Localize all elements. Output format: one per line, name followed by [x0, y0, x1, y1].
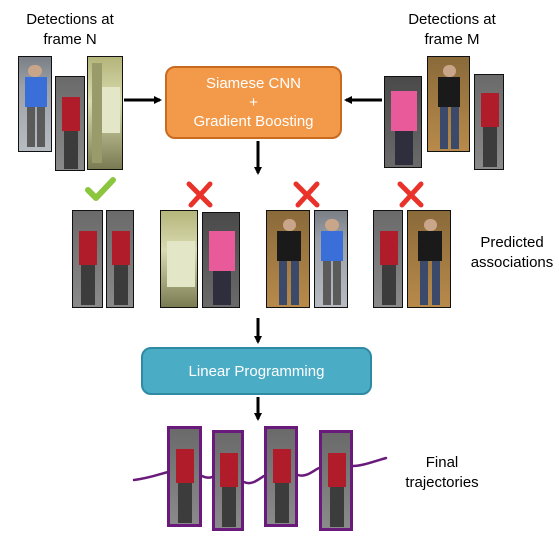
trajectory-crop-1: [167, 426, 202, 527]
detection-m-3: [474, 74, 504, 170]
detection-n-2: [55, 76, 85, 171]
final-trajectories-label: Final trajectories: [405, 454, 479, 491]
siamese-cnn-gradient-boosting-box: Siamese CNN + Gradient Boosting: [165, 66, 342, 139]
pair-2-right: [202, 212, 240, 308]
cross-icon-3: [397, 181, 424, 208]
detection-n-1: [18, 56, 52, 152]
trajectory-crop-4: [319, 430, 353, 531]
linear-programming-label: Linear Programming: [188, 362, 325, 380]
predicted-associations-label: Predicted associations: [470, 234, 554, 271]
pair-2-left: [160, 210, 198, 308]
pair-4-right: [407, 210, 451, 308]
pair-3-right: [314, 210, 348, 308]
trajectory-crop-2: [212, 430, 244, 531]
linear-programming-box: Linear Programming: [141, 347, 372, 395]
pair-1-right: [106, 210, 134, 308]
model-line-2: +: [249, 94, 258, 111]
frame-n-label: Detections at frame N: [26, 11, 114, 48]
detection-m-1: [384, 76, 422, 168]
detection-m-2: [427, 56, 470, 152]
pair-3-left: [266, 210, 310, 308]
detection-n-3: [87, 56, 123, 170]
frame-m-label: Detections at frame M: [408, 11, 496, 48]
check-icon: [85, 177, 116, 201]
cross-icon-1: [186, 181, 213, 208]
trajectory-line: [132, 456, 388, 485]
pair-4-left: [373, 210, 403, 308]
model-line-3: Gradient Boosting: [193, 113, 314, 130]
cross-icon-2: [293, 181, 320, 208]
model-line-1: Siamese CNN: [205, 75, 302, 92]
pair-1-left: [72, 210, 103, 308]
trajectory-crop-3: [264, 426, 298, 527]
